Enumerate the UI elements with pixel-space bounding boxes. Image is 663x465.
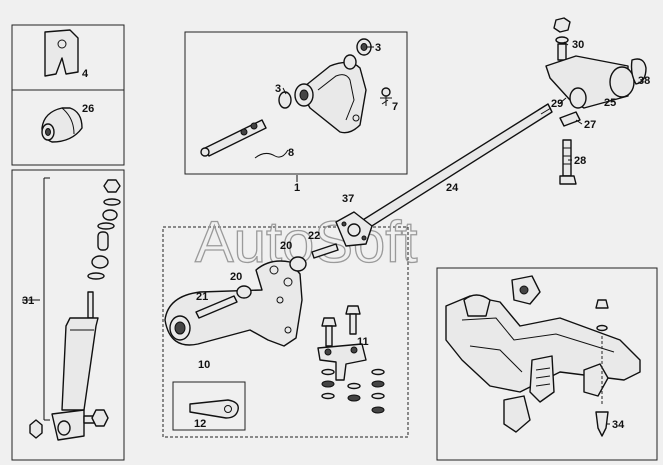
callout-37: 37: [342, 193, 354, 205]
upper-control-arm-assembly: [200, 38, 392, 159]
callout-11: 11: [357, 336, 369, 348]
callout-21: 21: [196, 291, 208, 303]
callout-38: 38: [638, 75, 650, 87]
shim-part: [189, 399, 239, 419]
callout-12: 12: [194, 418, 206, 430]
callout-20-lower: 20: [230, 271, 242, 283]
callout-29: 29: [551, 98, 563, 110]
callout-3-left: 3: [275, 83, 281, 95]
callout-20-upper: 20: [280, 240, 292, 252]
panel-lower-arm: [162, 226, 409, 438]
callout-30: 30: [572, 39, 584, 51]
callout-10: 10: [198, 359, 210, 371]
callout-3-top: 3: [375, 42, 381, 54]
lower-ball-joint-part: [317, 305, 385, 414]
panel-shock-absorber: [11, 169, 125, 461]
bump-stop-part: [41, 107, 83, 143]
callout-34: 34: [612, 419, 625, 431]
panel-left-top: [11, 24, 125, 166]
callout-26: 26: [82, 103, 94, 115]
panel-shim: [172, 381, 246, 431]
chassis-detail-view: [445, 275, 641, 437]
lower-control-arm-part: [164, 243, 339, 347]
callout-31: 31: [22, 295, 34, 307]
panel-frames: [11, 24, 658, 461]
callout-4: 4: [82, 68, 89, 80]
leader-lines: [22, 41, 610, 425]
panel-chassis: [436, 267, 658, 461]
callout-27: 27: [584, 119, 596, 131]
panel-upper-arm: [184, 31, 408, 175]
callout-24: 24: [446, 182, 459, 194]
callout-25: 25: [604, 97, 616, 109]
bracket-plate-part: [44, 29, 79, 77]
callout-7: 7: [392, 101, 398, 113]
torsion-bar-part: [335, 103, 553, 247]
shock-absorber-part: [29, 177, 121, 441]
callout-8: 8: [288, 147, 294, 159]
callout-1: 1: [294, 182, 300, 194]
callout-22: 22: [308, 230, 320, 242]
callout-labels: 1 3 3 4 7 8 10 11 12 20 20 21 22 24 25 2…: [22, 39, 650, 431]
callout-28: 28: [574, 155, 586, 167]
torsion-anchor-part: [545, 17, 647, 185]
